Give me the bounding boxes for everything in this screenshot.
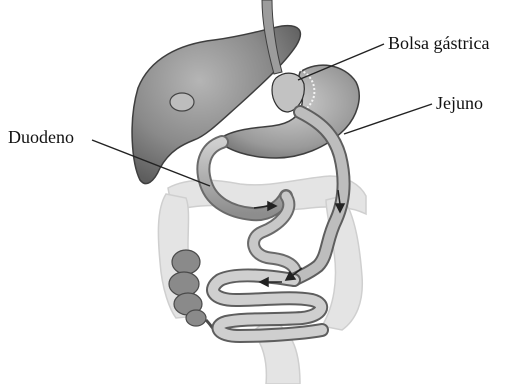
label-jejuno: Jejuno	[436, 94, 483, 112]
label-duodeno: Duodeno	[8, 128, 74, 146]
gallbladder	[170, 93, 194, 111]
label-bolsa-gastrica: Bolsa gástrica	[388, 34, 489, 52]
